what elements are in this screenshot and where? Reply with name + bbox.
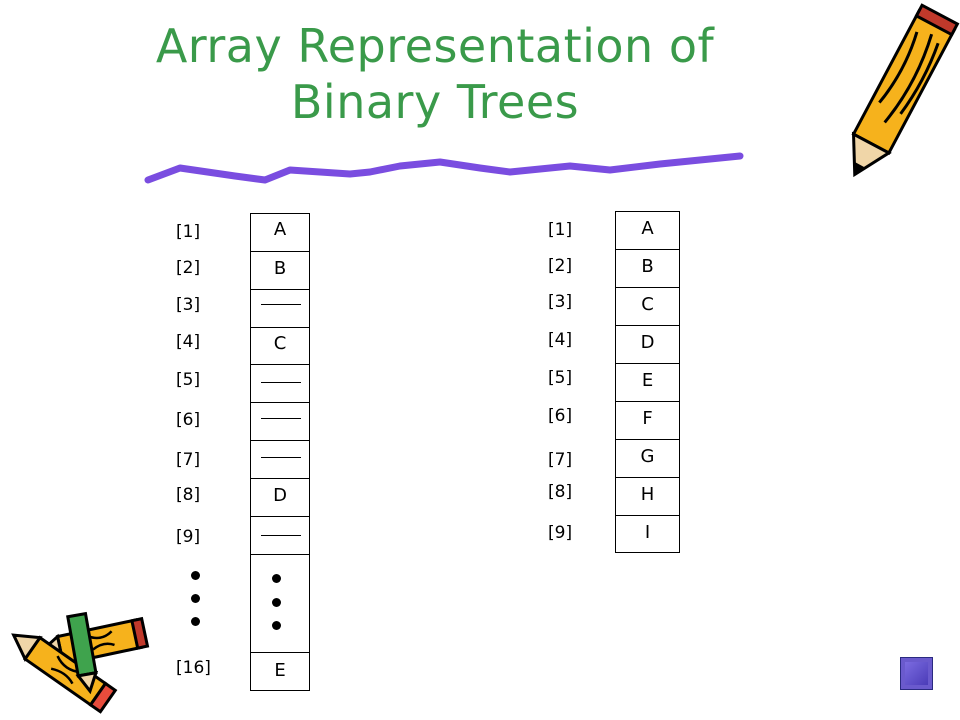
left-index: [7] bbox=[176, 450, 201, 470]
right-cell-value: A bbox=[641, 218, 654, 239]
right-index: [7] bbox=[548, 450, 573, 470]
cell-border bbox=[250, 213, 310, 214]
cell-border bbox=[615, 325, 680, 326]
left-index: [2] bbox=[176, 258, 201, 278]
right-cell-value: E bbox=[641, 370, 654, 391]
cell-border bbox=[250, 690, 310, 691]
empty-slot-line bbox=[261, 457, 301, 458]
pencil-icon bbox=[851, 3, 960, 178]
title-line-2: Binary Trees bbox=[290, 75, 580, 129]
empty-slot-line bbox=[261, 304, 301, 305]
left-cell-value: B bbox=[273, 258, 287, 279]
right-index: [5] bbox=[548, 368, 573, 388]
right-cell-value: I bbox=[644, 522, 651, 543]
left-index: [6] bbox=[176, 410, 201, 430]
left-index: [9] bbox=[176, 527, 201, 547]
left-index: [8] bbox=[176, 485, 201, 505]
left-index: [1] bbox=[176, 222, 201, 242]
ellipsis-dot bbox=[272, 574, 281, 583]
ellipsis-dot bbox=[191, 594, 200, 603]
left-index: [3] bbox=[176, 295, 201, 315]
ellipsis-dot bbox=[272, 621, 281, 630]
cell-border bbox=[250, 289, 310, 290]
right-index: [3] bbox=[548, 292, 573, 312]
ellipsis-dot bbox=[272, 598, 281, 607]
left-cell-value: D bbox=[273, 485, 287, 506]
cell-border bbox=[250, 652, 310, 653]
left-index: [16] bbox=[176, 658, 211, 678]
right-cell-value: H bbox=[640, 484, 655, 505]
right-index: [2] bbox=[548, 256, 573, 276]
ellipsis-dot bbox=[191, 617, 200, 626]
empty-slot-line bbox=[261, 382, 301, 383]
right-cell-value: G bbox=[640, 446, 655, 467]
cell-border bbox=[250, 402, 310, 403]
cell-border bbox=[250, 554, 310, 555]
title-line-1: Array Representation of bbox=[155, 19, 715, 73]
cell-border bbox=[615, 211, 680, 212]
cell-border bbox=[615, 515, 680, 516]
next-slide-button[interactable] bbox=[900, 657, 933, 690]
cell-border bbox=[250, 364, 310, 365]
left-index: [4] bbox=[176, 332, 201, 352]
left-cell-value: A bbox=[273, 219, 287, 240]
empty-slot-line bbox=[261, 418, 301, 419]
ellipsis-dot bbox=[191, 571, 200, 580]
cell-border bbox=[615, 552, 680, 553]
squiggle-underline-icon bbox=[144, 152, 744, 184]
cell-border bbox=[615, 439, 680, 440]
cell-border bbox=[250, 516, 310, 517]
left-cell-value: E bbox=[274, 660, 286, 681]
cell-border bbox=[250, 327, 310, 328]
left-array-box bbox=[250, 213, 310, 690]
cell-border bbox=[615, 249, 680, 250]
right-cell-value: D bbox=[640, 332, 655, 353]
cell-border bbox=[250, 440, 310, 441]
right-cell-value: B bbox=[641, 256, 654, 277]
right-index: [1] bbox=[548, 220, 573, 240]
pencils-icon bbox=[11, 611, 150, 714]
cell-border bbox=[615, 477, 680, 478]
next-slide-icon bbox=[905, 662, 928, 685]
cell-border bbox=[250, 478, 310, 479]
right-index: [8] bbox=[548, 482, 573, 502]
cell-border bbox=[615, 363, 680, 364]
left-index: [5] bbox=[176, 370, 201, 390]
right-cell-value: C bbox=[641, 294, 654, 315]
right-index: [4] bbox=[548, 330, 573, 350]
left-cell-value: C bbox=[273, 333, 287, 354]
right-index: [6] bbox=[548, 406, 573, 426]
cell-border bbox=[250, 251, 310, 252]
cell-border bbox=[615, 287, 680, 288]
right-cell-value: F bbox=[642, 408, 653, 429]
empty-slot-line bbox=[261, 535, 301, 536]
cell-border bbox=[615, 401, 680, 402]
right-index: [9] bbox=[548, 523, 573, 543]
slide-title: Array Representation of Binary Trees bbox=[95, 18, 775, 130]
right-array-box bbox=[615, 211, 680, 552]
